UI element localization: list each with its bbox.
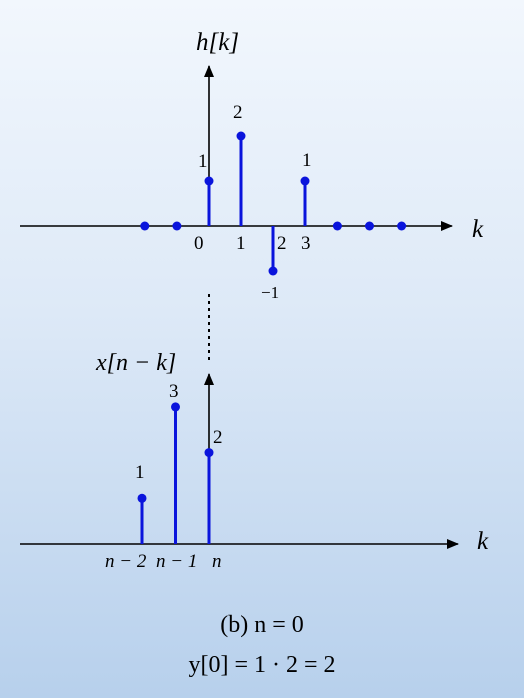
top-zero-point-1 <box>172 221 182 231</box>
bottom-tick-n-2: n − 2 <box>105 551 147 572</box>
top-stem-label-2: −1 <box>261 283 279 302</box>
top-y-axis-label: h[k] <box>196 29 239 56</box>
top-stems <box>204 131 310 276</box>
top-stem-dot-1 <box>236 131 246 141</box>
bottom-stem-dot-0 <box>137 493 147 503</box>
bottom-stem-dot-2 <box>204 448 214 458</box>
caption-line-1: (b) n = 0 <box>220 612 304 638</box>
top-tick-1: 1 <box>236 233 246 254</box>
caption-line-2: y[0] = 1 · 2 = 2 <box>188 652 336 678</box>
bottom-stem-label-0: 1 <box>135 462 145 483</box>
top-stem-dot-2 <box>268 266 278 276</box>
top-tick-3: 3 <box>301 233 311 254</box>
top-zero-points <box>140 221 407 231</box>
top-stem-label-0: 1 <box>198 151 208 172</box>
top-stem-dot-0 <box>204 176 214 186</box>
top-zero-point-0 <box>140 221 150 231</box>
top-zero-point-4 <box>397 221 407 231</box>
top-stem-label-3: 1 <box>302 150 312 171</box>
top-x-axis-label: k <box>472 216 484 243</box>
top-stem-dot-3 <box>300 176 310 186</box>
bottom-stem-dot-1 <box>171 402 180 412</box>
top-plot: h[k] k 0 1 2 3 1 2 −1 1 <box>20 29 484 302</box>
top-tick-0: 0 <box>194 233 204 254</box>
bottom-stem-label-2: 2 <box>213 427 223 448</box>
bottom-tick-n: n <box>212 551 222 572</box>
bottom-stems <box>137 402 214 544</box>
bottom-y-axis-label: x[n − k] <box>95 350 176 376</box>
top-tick-2: 2 <box>277 233 287 254</box>
top-zero-point-2 <box>332 221 342 231</box>
top-stem-label-1: 2 <box>233 102 243 123</box>
top-zero-point-3 <box>365 221 374 231</box>
bottom-tick-n-1: n − 1 <box>156 551 197 572</box>
bottom-x-axis-label: k <box>477 528 489 555</box>
bottom-stem-label-1: 3 <box>169 381 179 402</box>
bottom-plot: x[n − k] k n − 2 n − 1 n 1 3 2 <box>20 350 489 572</box>
